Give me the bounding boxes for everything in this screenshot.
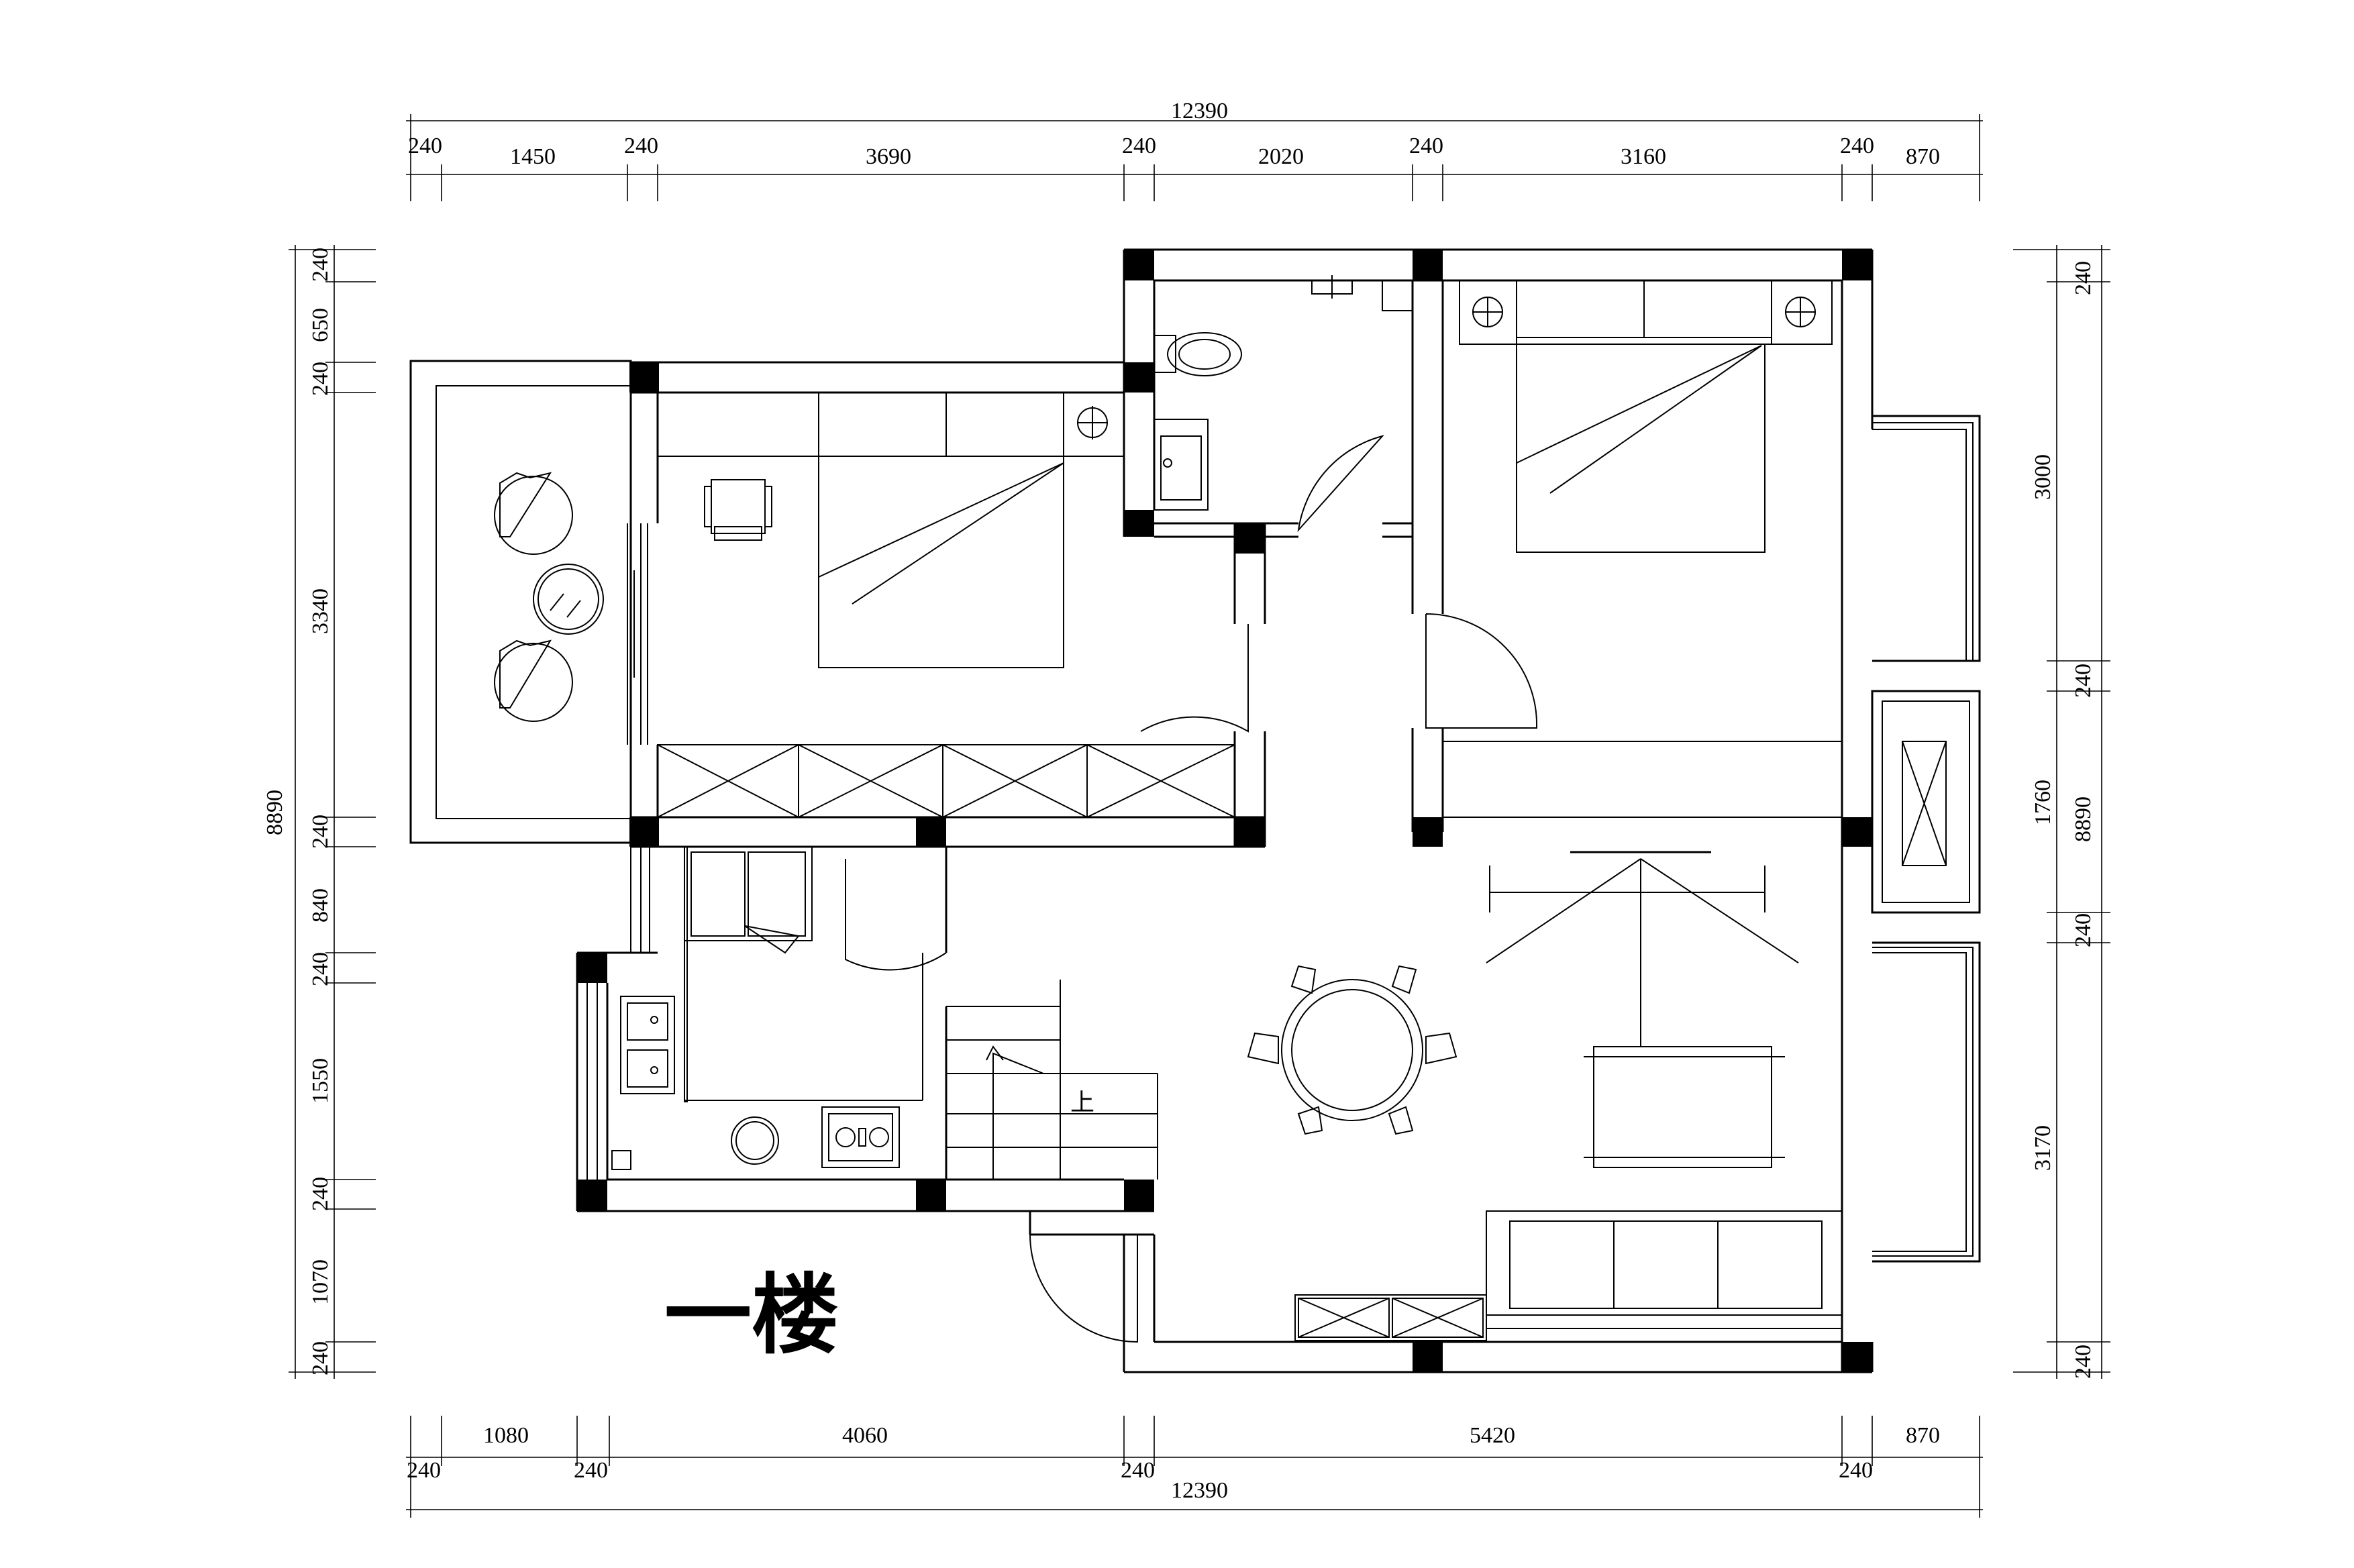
door-bathroom [1297, 435, 1384, 533]
dim-right-3: 1760 [2031, 780, 2055, 825]
bedroom2-furniture [1442, 280, 1843, 818]
dim-right-6: 240 [2071, 1345, 2096, 1379]
stairs: 上 [946, 980, 1158, 1180]
dim-bottom-2: 4060 [842, 1423, 888, 1448]
dim-top-1: 1450 [510, 144, 556, 169]
dim-left-2: 240 [308, 362, 333, 396]
dining-table [1247, 965, 1457, 1135]
dim-top-2: 240 [624, 134, 658, 158]
walls [409, 248, 1981, 1373]
top-dimensions: 12390 240 1450 240 3690 240 2020 240 316… [406, 99, 1983, 201]
dim-right-4: 240 [2071, 913, 2096, 947]
dim-bottom-3: 5420 [1470, 1423, 1515, 1448]
dim-left-4: 240 [308, 815, 333, 849]
dim-bottom-4: 870 [1906, 1423, 1940, 1448]
dim-bottom-240-c: 240 [1121, 1458, 1155, 1483]
living-room-furniture [1294, 741, 1947, 1341]
dim-bottom-total: 12390 [1171, 1478, 1228, 1503]
dim-right-0: 240 [2071, 261, 2096, 295]
dim-top-0: 240 [408, 134, 442, 158]
dim-left-8: 240 [308, 1177, 333, 1211]
bedroom1-furniture [657, 392, 1235, 818]
floor-label: 一楼 [664, 1264, 839, 1366]
dim-bottom-240-d: 240 [1839, 1458, 1873, 1483]
door-kitchen [845, 859, 947, 971]
columns [577, 250, 1872, 1372]
stair-up-label: 上 [1070, 1089, 1094, 1116]
kitchen-fixtures [611, 846, 923, 1170]
bottom-dimensions: 1080 4060 5420 870 240 240 240 240 12390 [406, 1416, 1983, 1518]
dim-left-6: 240 [308, 952, 333, 986]
dim-left-5: 840 [308, 888, 333, 923]
dim-left-total: 8890 [262, 790, 287, 835]
dim-bottom-240-a: 240 [407, 1458, 441, 1483]
dim-left-10: 240 [308, 1341, 333, 1375]
bathroom-fixtures [1154, 275, 1413, 511]
dim-right-1: 3000 [2031, 454, 2055, 500]
doors [627, 435, 1538, 1343]
dim-top-7: 3160 [1621, 144, 1666, 169]
dim-right-2: 240 [2071, 664, 2096, 698]
dim-left-0: 240 [308, 248, 333, 282]
dim-top-8: 240 [1840, 134, 1874, 158]
door-bedroom1 [1140, 624, 1249, 733]
dim-top-total: 12390 [1171, 99, 1228, 123]
dim-top-6: 240 [1409, 134, 1443, 158]
dim-top-3: 3690 [866, 144, 911, 169]
left-dimensions: 8890 240 650 240 3340 240 840 240 1550 2… [262, 245, 376, 1379]
balcony-furniture [494, 472, 604, 722]
dim-left-9: 1070 [308, 1259, 333, 1305]
dim-bottom-240-b: 240 [574, 1458, 608, 1483]
dim-top-4: 240 [1122, 134, 1156, 158]
dim-left-3: 3340 [308, 588, 333, 634]
dim-top-5: 2020 [1258, 144, 1304, 169]
dim-top-9: 870 [1906, 144, 1940, 169]
right-dimensions: 240 3000 240 1760 8890 240 3170 240 [2013, 245, 2110, 1379]
dim-right-5: 3170 [2031, 1125, 2055, 1171]
dim-right-total: 8890 [2071, 796, 2096, 842]
dim-bottom-1: 1080 [483, 1423, 529, 1448]
door-entry [1029, 1234, 1138, 1343]
dim-left-1: 650 [308, 308, 333, 342]
dim-left-7: 1550 [308, 1058, 333, 1104]
door-bedroom2 [1425, 613, 1538, 729]
